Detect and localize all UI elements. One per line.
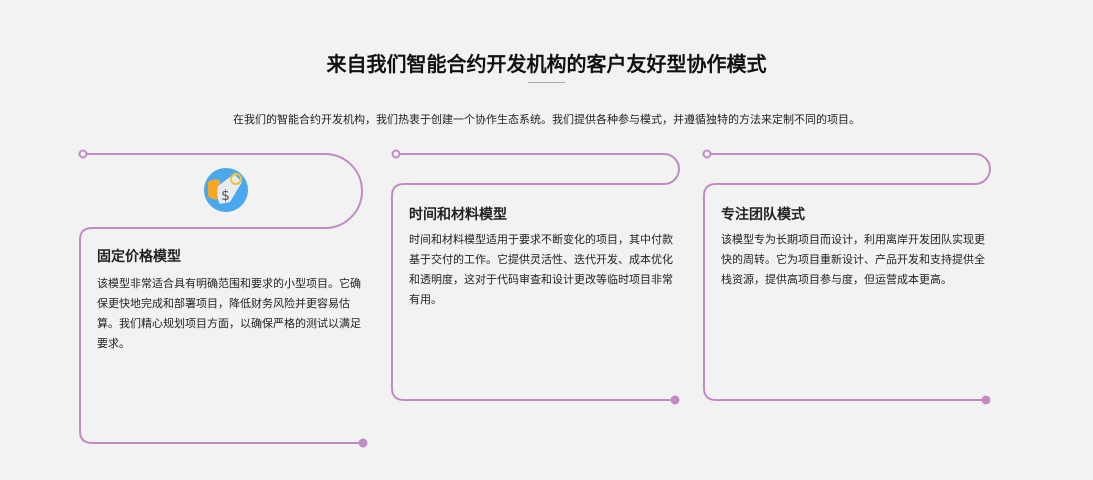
card-2-outline [391,153,680,401]
start-dot [702,149,712,159]
card-body: 该模型专为长期项目而设计，利用离岸开发团队实现更快的周转。它为项目重新设计、产品… [721,233,985,286]
end-dot [670,395,680,405]
title-divider [528,82,565,83]
end-dot [981,395,991,405]
card-title: 时间和材料模型 [409,207,507,223]
svg-text:$: $ [221,188,230,204]
start-dot [391,149,401,159]
end-dot [358,438,368,448]
card-title: 专注团队模式 [721,207,805,223]
page-title: 来自我们智能合约开发机构的客户友好型协作模式 [326,52,767,76]
card-1-outline [79,153,363,444]
card-3-outline [703,153,991,401]
card-body: 该模型非常适合具有明确范围和要求的小型项目。它确保更快地完成和部署项目，降低财务… [97,277,361,350]
price-tag-icon: $ [204,168,248,212]
card-body: 时间和材料模型适用于要求不断变化的项目，其中付款基于交付的工作。它提供灵活性、迭… [409,233,673,306]
start-dot [78,149,88,159]
page-subtitle: 在我们的智能合约开发机构，我们热衷于创建一个协作生态系统。我们提供各种参与模式，… [233,113,860,126]
card-title: 固定价格模型 [97,249,181,265]
